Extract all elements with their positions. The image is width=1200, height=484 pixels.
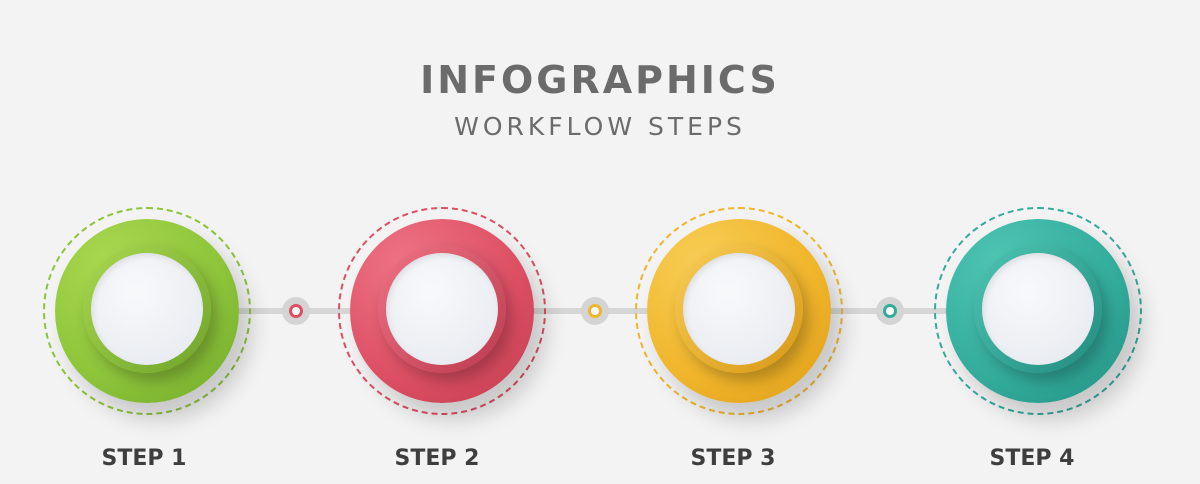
step-4-label: STEP 4	[989, 446, 1075, 471]
step-2-dashed-ring	[338, 207, 546, 415]
step-1-ring	[83, 245, 211, 373]
step-3-ring	[675, 245, 803, 373]
step-4-ring	[974, 245, 1102, 373]
step-1-label: STEP 1	[101, 446, 187, 471]
step-4-dashed-ring	[934, 207, 1142, 415]
step-3-dashed-ring	[635, 207, 843, 415]
step-3-inner-disc	[683, 253, 795, 365]
step-3-circle	[647, 219, 831, 403]
step-2-circle	[350, 219, 534, 403]
step-2-label: STEP 2	[394, 446, 480, 471]
connector-dot-1	[282, 297, 310, 325]
connector-dot-2	[581, 297, 609, 325]
connector-dot-3	[876, 297, 904, 325]
step-1-inner-disc	[91, 253, 203, 365]
step-4-inner-disc	[982, 253, 1094, 365]
step-1-circle	[55, 219, 239, 403]
page-title: INFOGRAPHICS	[420, 58, 780, 102]
step-3-label: STEP 3	[690, 446, 776, 471]
step-1-dashed-ring	[43, 207, 251, 415]
step-2-ring	[378, 245, 506, 373]
step-2-inner-disc	[386, 253, 498, 365]
step-4-circle	[946, 219, 1130, 403]
page-subtitle: WORKFLOW STEPS	[454, 112, 746, 141]
